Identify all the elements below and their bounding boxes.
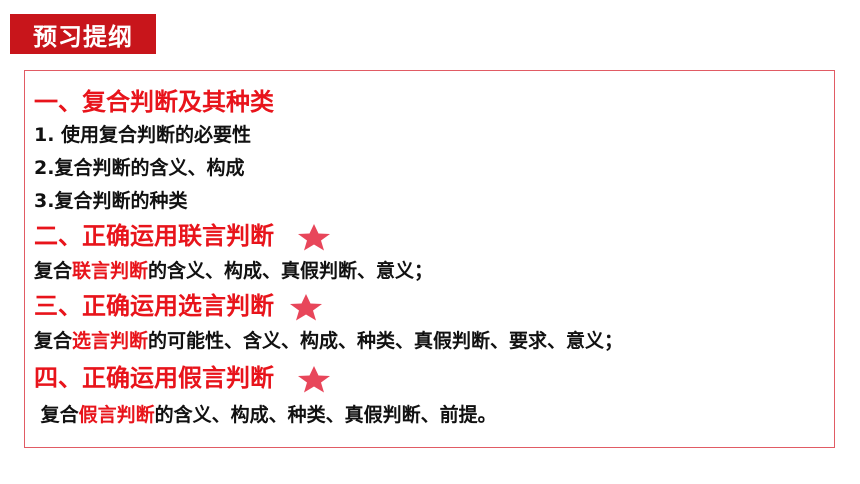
section-4-heading: 四、正确运用假言判断 [34, 364, 274, 392]
section-3-body: 复合选言判断的可能性、含义、构成、种类、真假判断、要求、意义； [34, 326, 623, 353]
outline-title-badge: 预习提纲 [10, 14, 156, 54]
section-3-body-highlight: 选言判断 [72, 330, 149, 352]
star-icon [298, 366, 331, 393]
section-3-body-prefix: 复合 [34, 330, 73, 352]
section-3-heading: 三、正确运用选言判断 [34, 292, 274, 320]
section-1-item-1: 1. 使用复合判断的必要性 [34, 124, 252, 146]
section-2-body-suffix: 的含义、构成、真假判断、意义； [148, 260, 434, 282]
star-icon [298, 224, 331, 251]
section-4-heading-row: 四、正确运用假言判断 [34, 358, 336, 394]
section-3-heading-row: 三、正确运用选言判断 [34, 286, 328, 322]
outline-title: 预习提纲 [33, 22, 133, 51]
section-4-body-prefix: 复合 [34, 404, 79, 426]
star-icon [290, 294, 323, 321]
outline-box [24, 70, 835, 448]
section-4-body-highlight: 假言判断 [78, 404, 155, 426]
section-4-body: 复合假言判断的含义、构成、种类、真假判断、前提。 [34, 400, 497, 427]
section-1-item-3: 3.复合判断的种类 [34, 190, 188, 212]
section-3-body-suffix: 的可能性、含义、构成、种类、真假判断、要求、意义； [148, 330, 624, 352]
section-2-body-highlight: 联言判断 [72, 260, 149, 282]
section-1-item-2: 2.复合判断的含义、构成 [34, 157, 245, 179]
section-2-body: 复合联言判断的含义、构成、真假判断、意义； [34, 256, 433, 283]
section-2-body-prefix: 复合 [34, 260, 73, 282]
section-2-heading: 二、正确运用联言判断 [34, 222, 274, 250]
section-4-body-suffix: 的含义、构成、种类、真假判断、前提。 [154, 404, 497, 426]
section-1-heading: 一、复合判断及其种类 [34, 88, 274, 116]
section-2-heading-row: 二、正确运用联言判断 [34, 216, 336, 252]
